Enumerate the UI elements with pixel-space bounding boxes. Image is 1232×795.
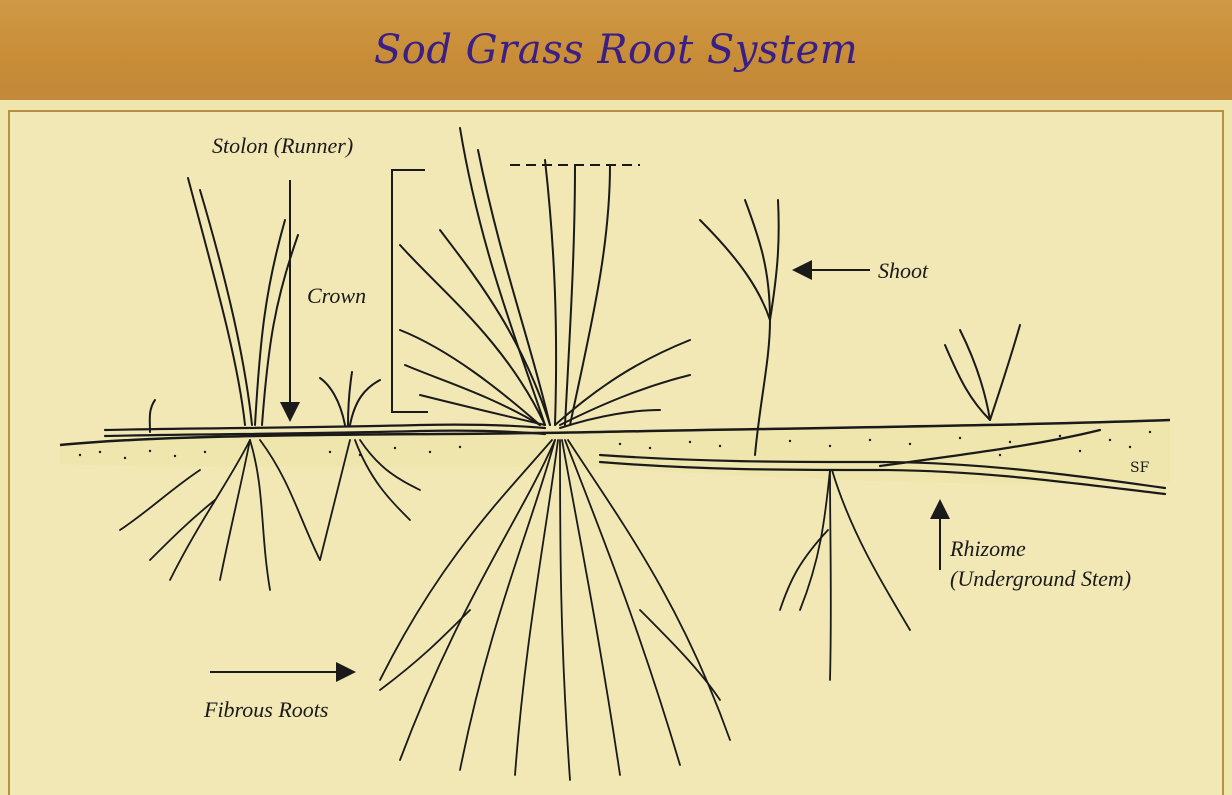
shoot-plant — [700, 200, 1020, 455]
rhizome-roots — [780, 470, 910, 680]
artist-signature: SF — [1130, 460, 1150, 476]
central-fibrous-roots — [380, 440, 730, 780]
shoot-label: Shoot — [878, 258, 929, 283]
rhizome-label: Rhizome — [949, 536, 1026, 561]
soil-surface — [60, 420, 1170, 484]
crown-grass-blades — [400, 128, 690, 428]
rhizome-sublabel: (Underground Stem) — [950, 566, 1131, 591]
crown-bracket — [392, 170, 428, 412]
stolon-label: Stolon (Runner) — [212, 133, 353, 158]
crown-label: Crown — [307, 283, 366, 308]
fibrous-roots-label: Fibrous Roots — [203, 697, 328, 722]
